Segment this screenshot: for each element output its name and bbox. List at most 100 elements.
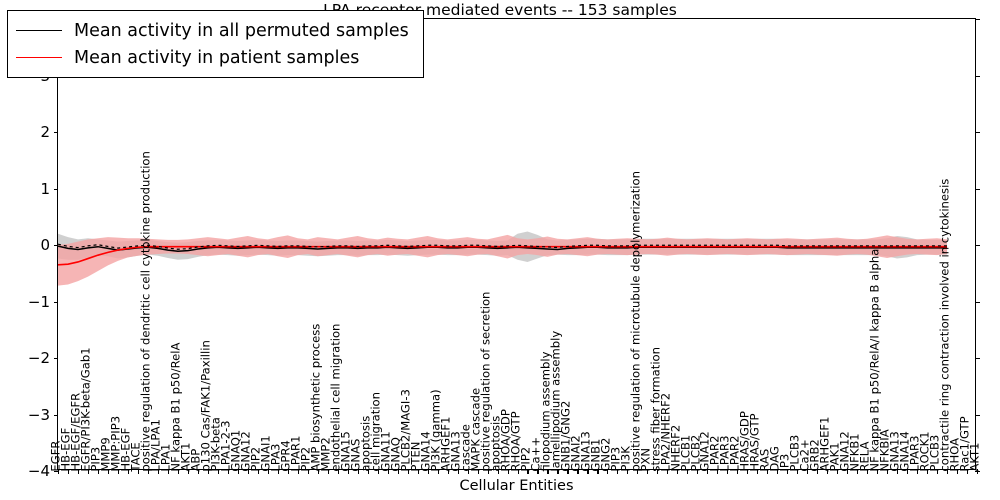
y-tick-mark bbox=[975, 245, 980, 247]
x-tick-mark bbox=[487, 469, 489, 474]
y-tick-label: −3 bbox=[27, 405, 50, 424]
x-tick-mark bbox=[347, 469, 349, 474]
x-tick-mark bbox=[107, 469, 110, 474]
x-tick-mark bbox=[137, 469, 139, 474]
x-tick-mark bbox=[977, 469, 979, 474]
x-tick-mark bbox=[737, 469, 739, 474]
y-tick-mark bbox=[975, 301, 980, 303]
y-tick-label: 0 bbox=[40, 236, 50, 254]
y-tick-mark bbox=[53, 132, 58, 134]
x-tick-mark bbox=[687, 469, 689, 474]
legend-label-patient: Mean activity in patient samples bbox=[74, 47, 360, 68]
x-tick-mark bbox=[827, 469, 829, 474]
x-tick-mark bbox=[717, 469, 719, 474]
x-tick-mark bbox=[537, 469, 539, 474]
x-tick-mark bbox=[497, 469, 499, 474]
x-tick-mark bbox=[567, 469, 569, 474]
x-tick-mark bbox=[947, 469, 949, 474]
x-tick-mark bbox=[267, 469, 269, 474]
x-tick-mark bbox=[787, 469, 789, 474]
x-tick-mark bbox=[837, 469, 839, 474]
x-tick-mark bbox=[237, 469, 239, 474]
x-tick-mark bbox=[667, 469, 669, 474]
y-tick-mark bbox=[53, 188, 58, 190]
y-tick-mark bbox=[975, 132, 980, 134]
y-tick-label: −4 bbox=[27, 462, 50, 480]
x-tick-mark bbox=[937, 469, 939, 474]
y-tick-mark bbox=[53, 471, 58, 473]
x-tick-mark bbox=[357, 469, 359, 474]
x-tick-mark bbox=[417, 469, 419, 474]
x-tick-mark bbox=[967, 469, 969, 474]
x-tick-mark bbox=[337, 469, 339, 474]
x-tick-mark bbox=[197, 469, 199, 474]
x-tick-mark bbox=[607, 469, 609, 474]
x-tick-mark bbox=[467, 469, 469, 474]
x-tick-mark bbox=[527, 469, 529, 474]
x-tick-mark bbox=[557, 469, 559, 474]
x-tick-label: AKT1 bbox=[967, 442, 982, 472]
x-tick-mark bbox=[67, 469, 70, 474]
x-axis-label: Cellular Entities bbox=[459, 478, 574, 494]
x-tick-mark bbox=[157, 469, 159, 474]
x-tick-mark bbox=[797, 469, 799, 474]
x-tick-mark bbox=[227, 469, 229, 474]
y-tick-mark bbox=[975, 358, 980, 360]
x-tick-mark bbox=[307, 469, 309, 474]
x-tick-mark bbox=[217, 469, 219, 474]
x-tick-mark bbox=[127, 469, 130, 474]
x-tick-mark bbox=[677, 469, 679, 474]
x-tick-mark bbox=[177, 469, 179, 474]
series-canvas bbox=[58, 231, 948, 286]
x-tick-mark bbox=[877, 469, 879, 474]
x-tick-mark bbox=[117, 469, 120, 474]
x-tick-mark bbox=[437, 469, 439, 474]
x-tick-mark bbox=[577, 469, 579, 474]
x-tick-mark bbox=[697, 469, 699, 474]
x-tick-mark bbox=[647, 469, 649, 474]
x-tick-mark bbox=[617, 469, 619, 474]
x-tick-mark bbox=[847, 469, 849, 474]
x-tick-mark bbox=[287, 469, 289, 474]
x-tick-mark bbox=[407, 469, 409, 474]
x-tick-mark bbox=[897, 469, 899, 474]
y-tick-mark bbox=[53, 301, 58, 303]
x-tick-mark bbox=[277, 469, 279, 474]
x-tick-mark bbox=[297, 469, 299, 474]
x-tick-mark bbox=[817, 469, 819, 474]
y-tick-label: −1 bbox=[27, 292, 50, 311]
x-tick-mark bbox=[387, 469, 389, 474]
legend-swatch-permuted bbox=[16, 30, 62, 31]
x-tick-mark bbox=[757, 469, 759, 474]
x-tick-mark bbox=[457, 469, 459, 474]
x-tick-mark bbox=[77, 469, 80, 474]
x-tick-mark bbox=[97, 469, 100, 474]
y-tick-mark bbox=[975, 19, 980, 21]
x-tick-mark bbox=[87, 469, 90, 474]
x-tick-mark bbox=[657, 469, 659, 474]
x-tick-mark bbox=[767, 469, 769, 474]
x-tick-mark bbox=[427, 469, 429, 474]
plot-area bbox=[58, 19, 975, 469]
patient-confidence-band bbox=[58, 234, 948, 286]
x-tick-mark bbox=[957, 469, 959, 474]
y-tick-mark bbox=[53, 358, 58, 360]
y-tick-mark bbox=[53, 414, 58, 416]
legend-item-patient: Mean activity in patient samples bbox=[16, 44, 409, 71]
y-tick-mark bbox=[975, 414, 980, 416]
x-tick-mark bbox=[397, 469, 399, 474]
x-tick-mark bbox=[517, 469, 519, 474]
x-tick-mark bbox=[867, 469, 869, 474]
x-tick-mark bbox=[907, 469, 909, 474]
permuted-mean-line bbox=[58, 245, 948, 252]
x-tick-mark bbox=[367, 469, 369, 474]
y-tick-label: −2 bbox=[27, 349, 50, 367]
y-tick-mark bbox=[975, 188, 980, 190]
x-tick-mark bbox=[807, 469, 809, 474]
legend-swatch-patient bbox=[16, 57, 62, 58]
x-tick-mark bbox=[637, 469, 639, 474]
x-tick-mark bbox=[377, 469, 379, 474]
x-tick-mark bbox=[727, 469, 729, 474]
y-tick-label: 1 bbox=[40, 179, 50, 198]
